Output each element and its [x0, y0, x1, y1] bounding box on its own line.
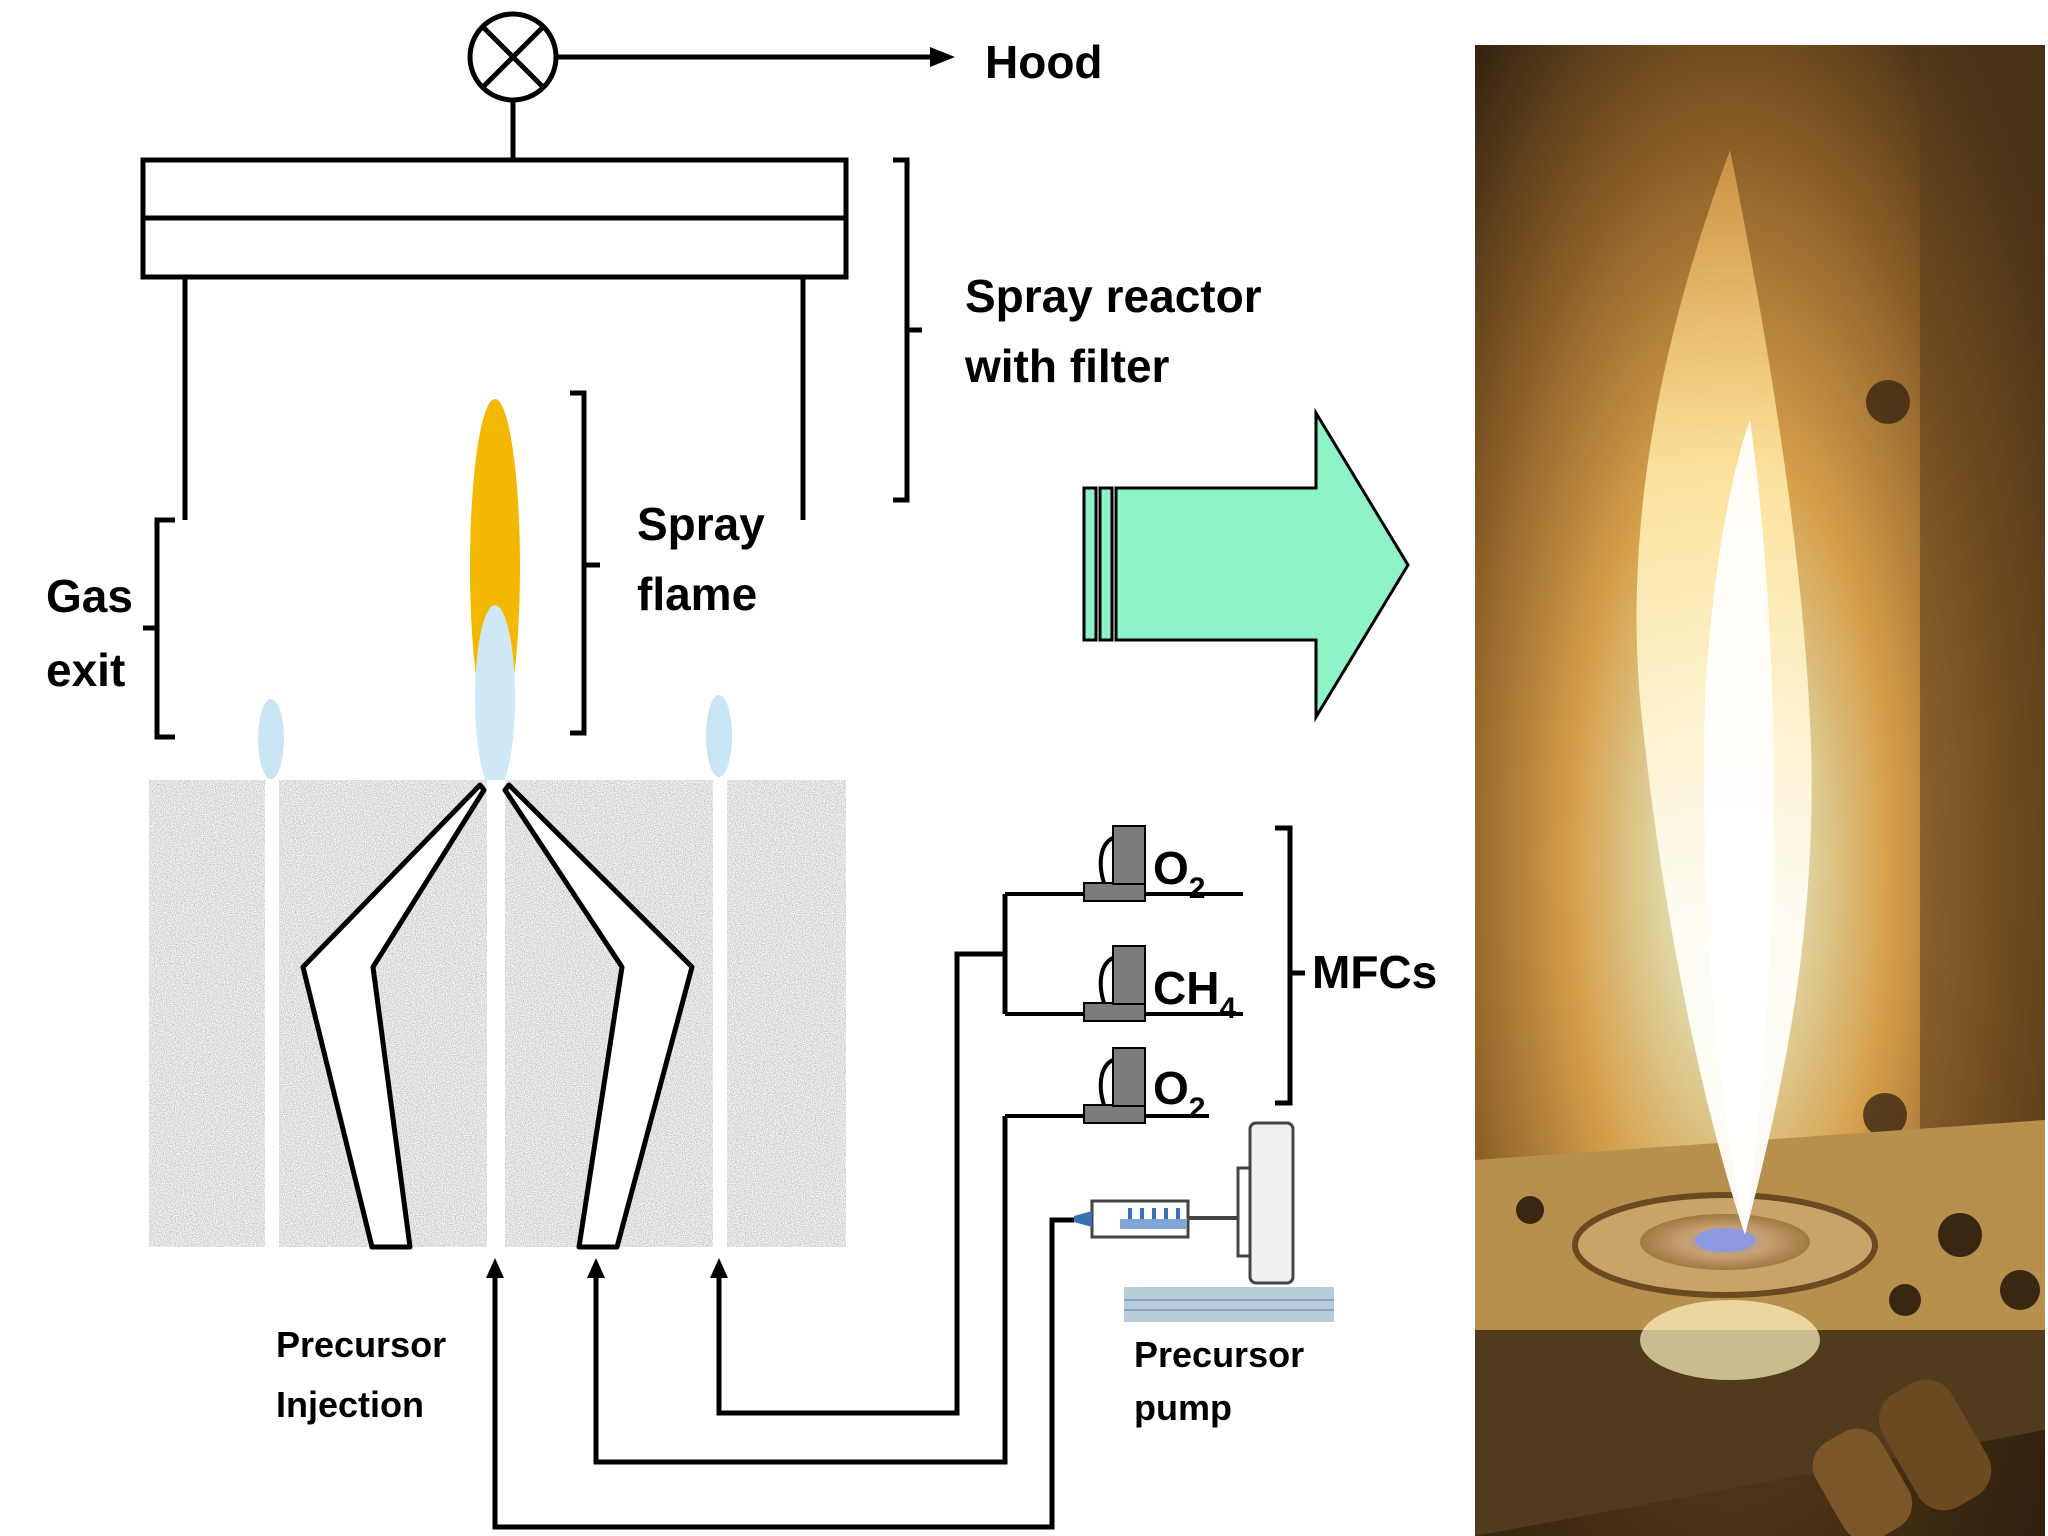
- precursor-injection-label-line1: Precursor: [276, 1324, 446, 1365]
- mfc-ch4: CH4: [1005, 945, 1243, 1025]
- spray-flame-label-line2: flame: [637, 568, 757, 620]
- gas-exit-bracket: [143, 517, 175, 740]
- o2-top-subscript: 2: [1189, 872, 1206, 905]
- o2-bottom-subscript: 2: [1189, 1092, 1206, 1125]
- svg-text:O2: O2: [1153, 842, 1205, 905]
- flame-core-icon: [475, 605, 515, 791]
- premix-feed-line: [716, 894, 1008, 1416]
- svg-text:O2: O2: [1153, 1062, 1205, 1125]
- pump-plate: [1248, 1121, 1295, 1285]
- mfc-o2-top: O2: [1005, 825, 1243, 905]
- arrow-head: [930, 47, 955, 67]
- pilot-flame-right-icon: [706, 695, 732, 777]
- ch4-label: CH: [1153, 962, 1219, 1014]
- dispersion-feed-line: [593, 1116, 1008, 1465]
- capillary-channel: [487, 780, 505, 1247]
- precursor-feed-line: [492, 1217, 1074, 1530]
- spray-reactor-bracket: [893, 157, 922, 503]
- reactor-filter: [140, 157, 849, 520]
- gas-exit-label-line2: exit: [46, 644, 125, 696]
- arrow-body: [1114, 407, 1410, 723]
- precursor-pump: [1074, 1121, 1334, 1322]
- o2-top-label: O: [1153, 842, 1189, 894]
- result-arrow: [1082, 407, 1410, 723]
- spray-flame-bracket: [570, 390, 600, 736]
- dispersion-channel-right: [502, 782, 695, 1250]
- spray-reactor-label-line1: Spray reactor: [965, 270, 1262, 322]
- spray-reactor-label-line2: with filter: [964, 340, 1170, 392]
- ch4-subscript: 4: [1219, 992, 1236, 1025]
- mfcs-label: MFCs: [1312, 946, 1437, 998]
- burner-block: [149, 780, 846, 1250]
- flame-photograph: [1475, 45, 2045, 1536]
- hood-valve: [467, 11, 559, 160]
- hood-arrow: [556, 47, 955, 67]
- pilot-channel-right: [713, 780, 727, 1247]
- svg-text:CH4: CH4: [1153, 962, 1236, 1025]
- mfc-o2-bottom: O2: [1005, 1047, 1209, 1125]
- gas-exit-label-line1: Gas: [46, 570, 133, 622]
- dispersion-channel-left: [300, 782, 487, 1250]
- pump-base: [1124, 1287, 1334, 1322]
- precursor-pump-label-line2: pump: [1134, 1387, 1232, 1428]
- mfcs-bracket: [1275, 825, 1305, 1106]
- spray-flame-label-line1: Spray: [637, 498, 765, 550]
- pilot-channel-left: [265, 780, 279, 1247]
- feed-lines: [486, 894, 1074, 1530]
- hood-label: Hood: [985, 36, 1103, 88]
- precursor-pump-label-line1: Precursor: [1134, 1334, 1304, 1375]
- precursor-injection-label-line2: Injection: [276, 1384, 424, 1425]
- o2-bottom-label: O: [1153, 1062, 1189, 1114]
- pilot-flame-left-icon: [258, 699, 284, 779]
